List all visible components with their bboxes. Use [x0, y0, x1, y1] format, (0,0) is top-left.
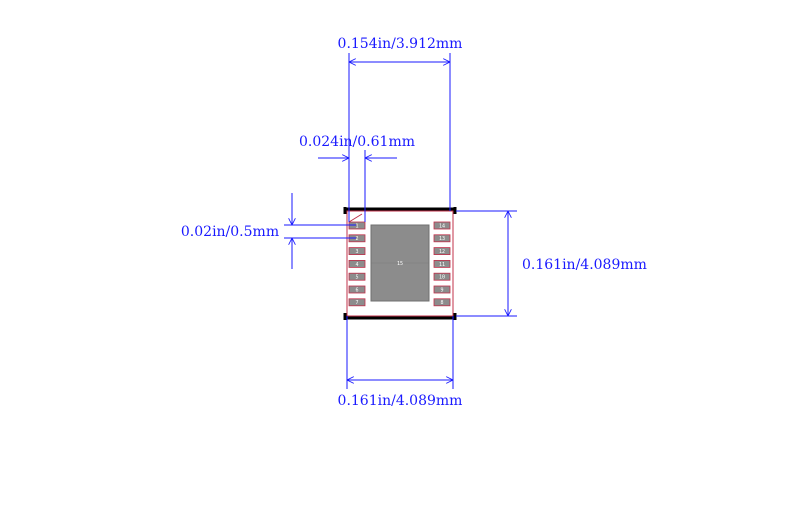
right-pad-row: 14 13 12 11 10 9 8	[433, 221, 451, 307]
pad-label: 2	[355, 236, 358, 242]
pad	[348, 272, 366, 281]
dim-label-body-length: 0.154in/3.912mm	[338, 36, 463, 52]
pad	[348, 285, 366, 294]
pad-label: 5	[355, 275, 358, 281]
left-pad-row: 1 2 3 4 5 6 7	[348, 221, 366, 307]
pad	[348, 298, 366, 307]
pad-label: 7	[355, 300, 358, 306]
pad	[433, 247, 451, 256]
dim-pad-pitch: 0.02in/0.5mm	[181, 193, 356, 269]
pad-label: 11	[439, 262, 445, 268]
dim-pad-width: 0.024in/0.61mm	[299, 134, 415, 222]
pad-label: 8	[440, 300, 443, 306]
pad	[433, 259, 451, 268]
pad-label: 9	[440, 287, 443, 293]
courtyard-outline	[346, 210, 454, 317]
dim-label-pad-pitch: 0.02in/0.5mm	[181, 224, 279, 240]
pad-label: 6	[355, 287, 358, 293]
dim-body-length: 0.154in/3.912mm	[338, 36, 463, 211]
pad	[433, 272, 451, 281]
pad	[433, 285, 451, 294]
center-pad: 15	[370, 224, 430, 302]
dim-label-body-width: 0.161in/4.089mm	[338, 393, 463, 409]
dim-label-body-height: 0.161in/4.089mm	[522, 257, 647, 273]
pad-label: 10	[439, 275, 445, 281]
pad-label: 1	[355, 223, 358, 229]
pad-label: 14	[439, 223, 445, 229]
pad-label: 4	[355, 262, 358, 268]
pad-label: 3	[355, 249, 358, 255]
pad-label: 13	[439, 236, 445, 242]
package-outline	[343, 207, 457, 320]
pad	[433, 221, 451, 230]
dim-label-pad-width: 0.024in/0.61mm	[299, 134, 415, 150]
center-pad-label: 15	[397, 261, 403, 267]
pad	[433, 234, 451, 243]
pad	[433, 298, 451, 307]
pad	[348, 247, 366, 256]
pin1-marker	[348, 213, 363, 223]
dim-body-height: 0.161in/4.089mm	[456, 210, 647, 317]
pad	[348, 259, 366, 268]
pad-label: 12	[439, 249, 445, 255]
dim-body-width: 0.161in/4.089mm	[338, 316, 463, 409]
